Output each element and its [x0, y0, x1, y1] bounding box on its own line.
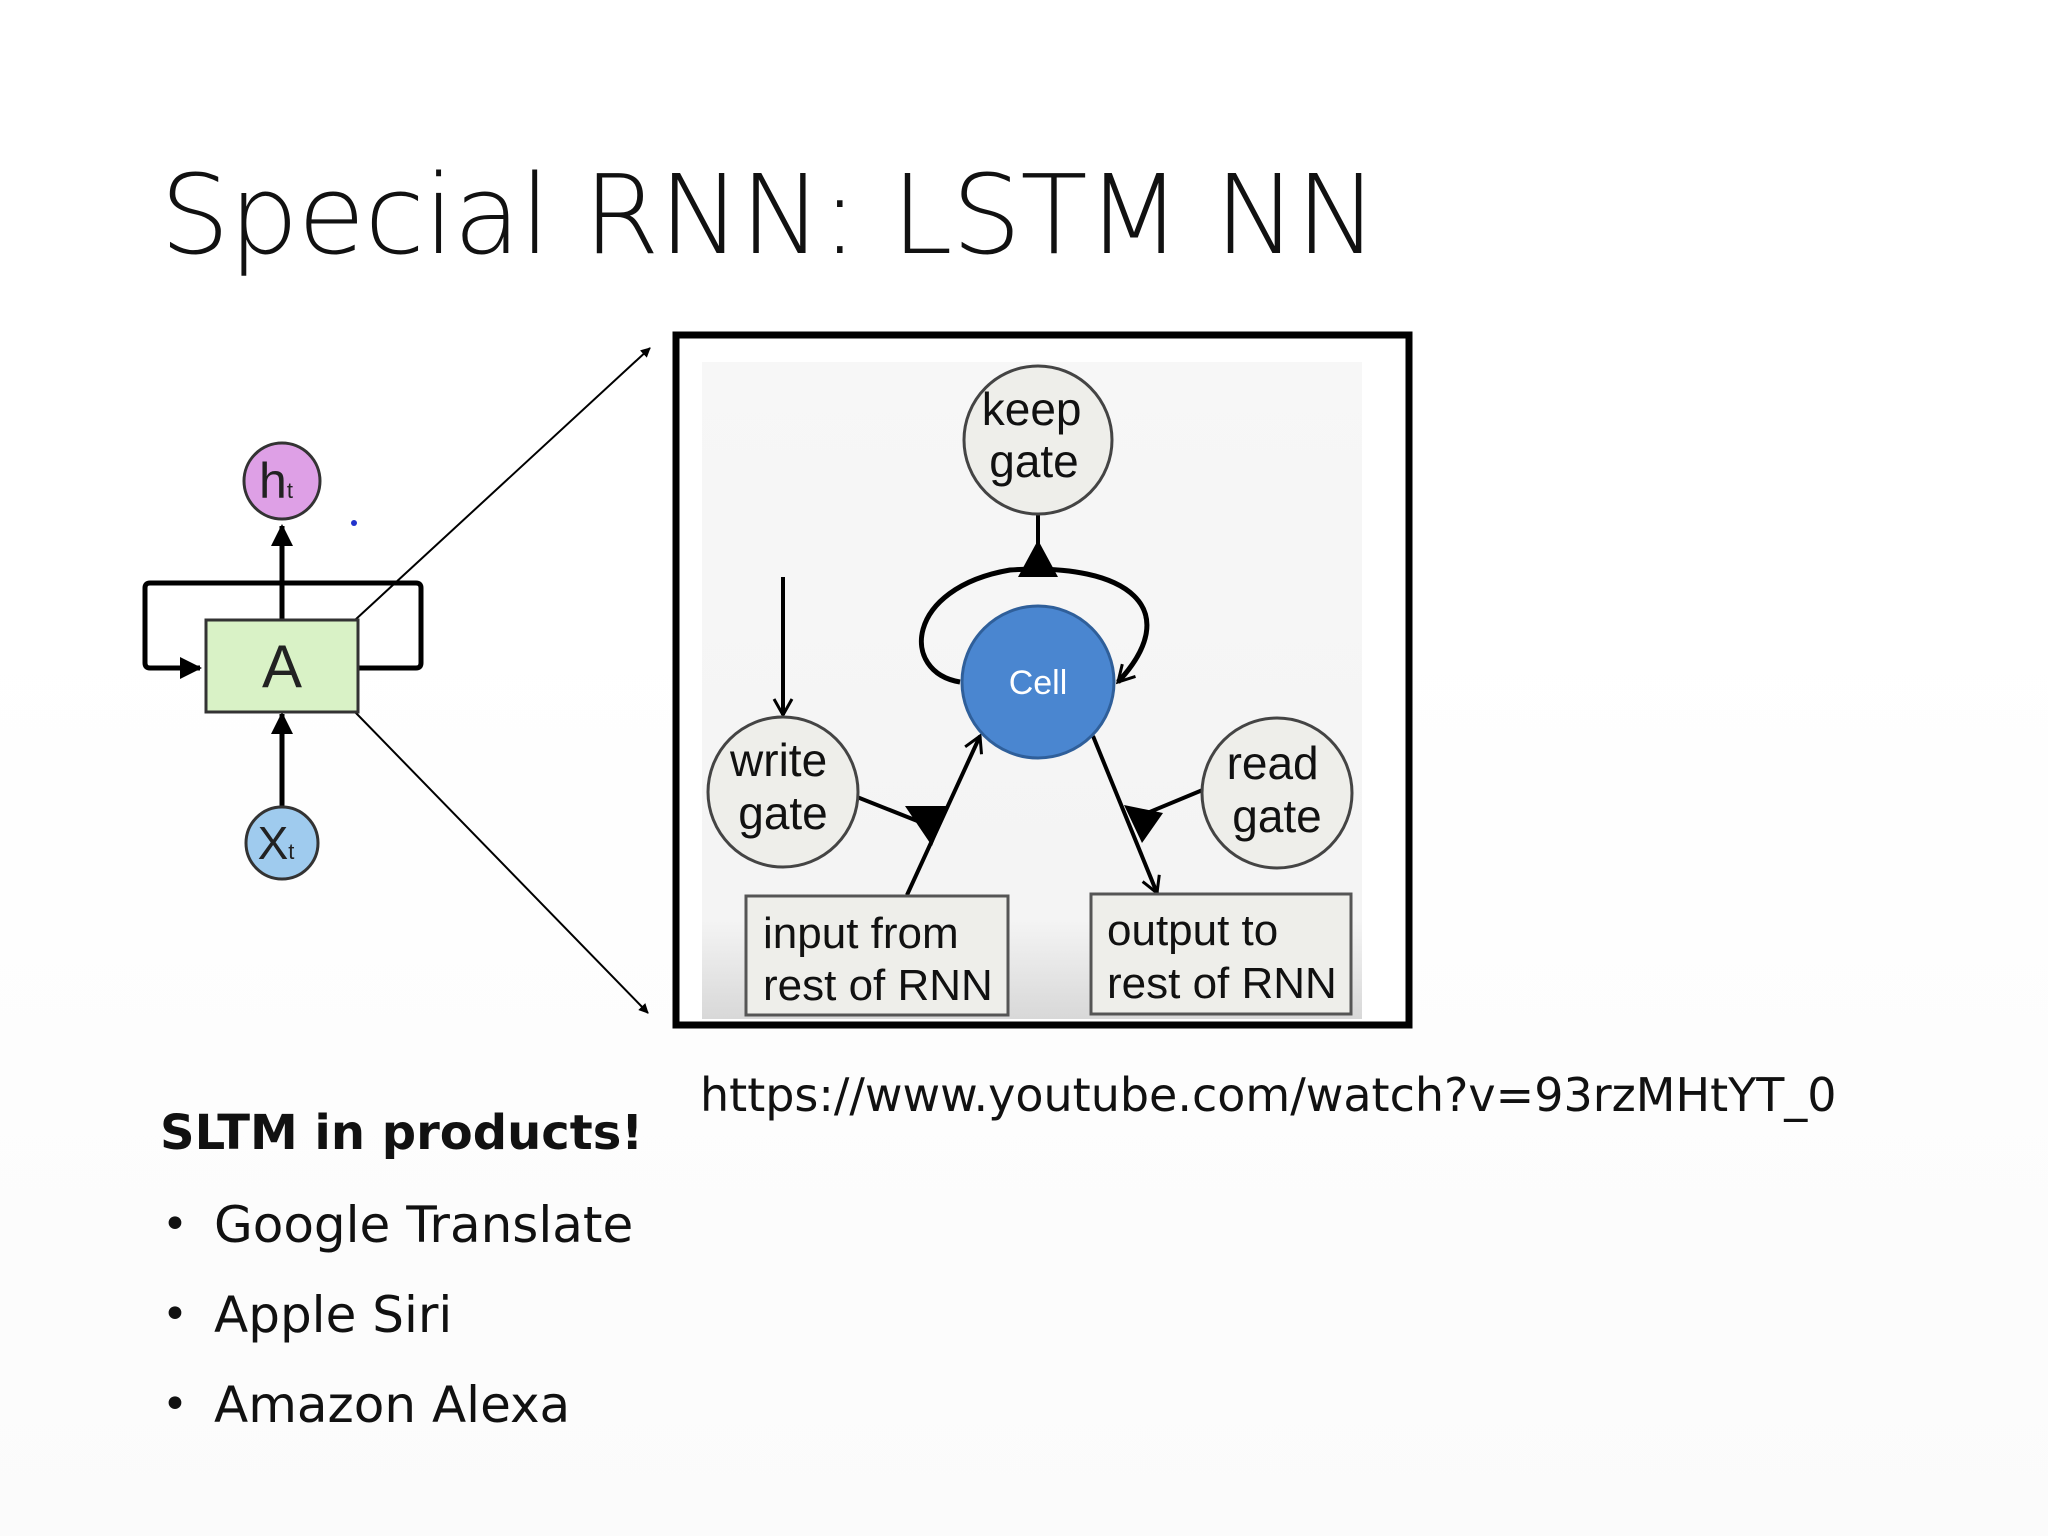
input-node-label: Xt — [258, 817, 295, 869]
keep-gate — [962, 364, 1114, 516]
input-node-xt — [244, 805, 320, 881]
input-from-rnn-box — [744, 894, 1010, 1017]
list-item: • Google Translate — [160, 1190, 633, 1280]
keep-gate-triangle — [1018, 540, 1058, 577]
read-gate-label: read gate — [1227, 737, 1332, 842]
zoom-line-top — [354, 347, 651, 621]
zoom-line-bottom — [354, 711, 649, 1014]
output-node-label: ht — [259, 453, 293, 509]
input-from-rnn-label: input from rest of RNN — [763, 909, 993, 1010]
source-url[interactable]: https://www.youtube.com/watch?v=93rzMHtY… — [700, 1068, 1837, 1122]
list-item: • Apple Siri — [160, 1280, 633, 1370]
product-name: Google Translate — [214, 1196, 634, 1254]
rnn-cell-label: A — [262, 633, 302, 700]
products-list: • Google Translate • Apple Siri • Amazon… — [160, 1190, 633, 1460]
bullet-icon: • — [162, 1379, 188, 1430]
keep-gate-label: keep gate — [982, 383, 1095, 487]
output-node-ht — [242, 441, 322, 521]
lstm-cell-label: Cell — [1009, 664, 1068, 702]
output-to-rnn-label: output to rest of RNN — [1107, 906, 1337, 1008]
read-gate — [1200, 716, 1354, 870]
rnn-cell-a — [204, 618, 360, 714]
bullet-icon: • — [162, 1289, 188, 1340]
list-item: • Amazon Alexa — [160, 1370, 633, 1460]
product-name: Amazon Alexa — [214, 1376, 571, 1434]
write-gate-triangle — [905, 806, 948, 846]
slide-title: Special RNN: LSTM NN — [160, 151, 1378, 279]
stray-dot — [351, 520, 357, 526]
bullet-icon: • — [162, 1199, 188, 1250]
cell-self-loop — [919, 566, 1150, 685]
cell-to-output-arrow — [1091, 735, 1161, 896]
rnn-unit: A ht Xt — [142, 441, 424, 881]
write-gate-label: write gate — [729, 734, 840, 839]
lstm-cell — [960, 604, 1116, 760]
write-gate — [706, 715, 860, 869]
product-name: Apple Siri — [214, 1286, 453, 1344]
products-heading: SLTM in products! — [160, 1105, 644, 1161]
lstm-panel: keep gate write gate read gate Cell inpu… — [672, 331, 1413, 1029]
read-gate-triangle — [1124, 805, 1163, 843]
output-to-rnn-box — [1089, 892, 1353, 1016]
